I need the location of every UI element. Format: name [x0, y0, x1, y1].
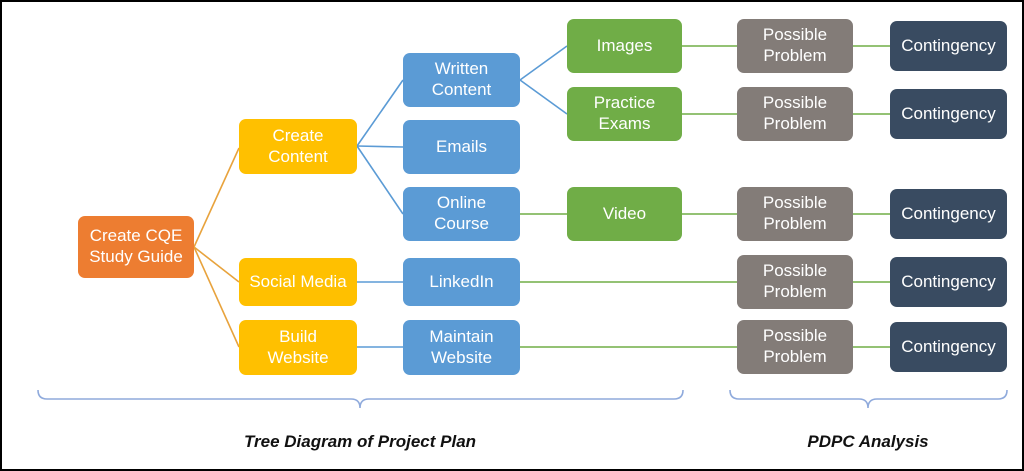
to-possible-problem-connectors — [520, 45, 737, 348]
node-possible-problem: Possible Problem — [737, 187, 853, 241]
node-contingency: Contingency — [890, 189, 1007, 239]
node-possible-problem: Possible Problem — [737, 19, 853, 73]
node-video: Video — [567, 187, 682, 241]
node-contingency: Contingency — [890, 257, 1007, 307]
level2-to-level3-connectors — [356, 79, 404, 348]
node-maintain-website: Maintain Website — [403, 320, 520, 375]
node-social-media: Social Media — [239, 258, 357, 306]
node-linkedin: LinkedIn — [403, 258, 520, 306]
node-contingency: Contingency — [890, 89, 1007, 139]
node-contingency: Contingency — [890, 21, 1007, 71]
right-brace — [729, 389, 1008, 409]
node-possible-problem: Possible Problem — [737, 255, 853, 309]
root-to-level2-connectors — [193, 147, 240, 348]
node-emails: Emails — [403, 120, 520, 174]
level3-to-level4-connectors — [519, 45, 568, 215]
node-create-cqe-study-guide: Create CQE Study Guide — [78, 216, 194, 278]
left-brace — [37, 389, 684, 409]
node-build-website: Build Website — [239, 320, 357, 375]
node-create-content: Create Content — [239, 119, 357, 174]
node-contingency: Contingency — [890, 322, 1007, 372]
node-written-content: Written Content — [403, 53, 520, 107]
pdpc-analysis-caption: PDPC Analysis — [807, 432, 929, 451]
node-practice-exams: Practice Exams — [567, 87, 682, 141]
node-possible-problem: Possible Problem — [737, 320, 853, 374]
to-contingency-connectors — [853, 45, 890, 348]
node-online-course: Online Course — [403, 187, 520, 241]
tree-diagram-caption: Tree Diagram of Project Plan — [243, 432, 477, 451]
node-possible-problem: Possible Problem — [737, 87, 853, 141]
node-images: Images — [567, 19, 682, 73]
